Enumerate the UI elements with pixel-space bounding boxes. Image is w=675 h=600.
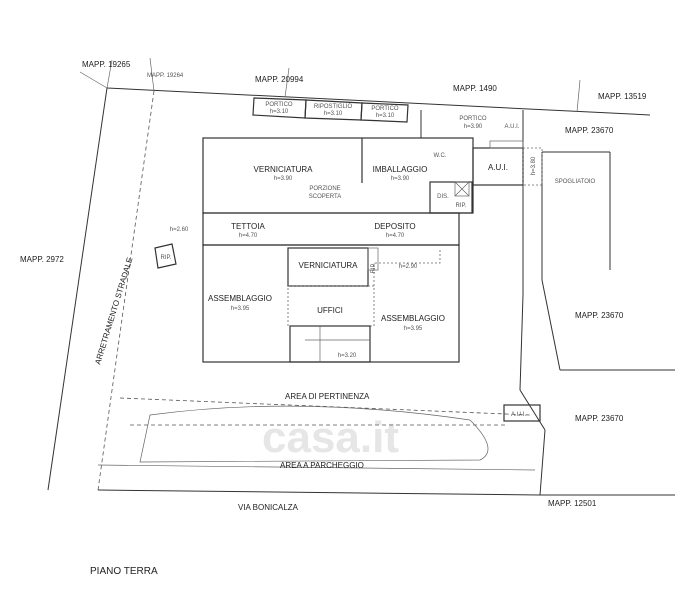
area-labels: ARRETRAMENTO STRADALE AREA DI PERTINENZA… <box>93 256 541 512</box>
room-height: h=3.10 <box>270 109 289 115</box>
room-height: h=4.70 <box>239 233 258 239</box>
parcel-label: MAPP. 1490 <box>453 84 497 93</box>
room-labels: PORTICO h=3.10 RIPOSTIGLIO h=3.10 PORTIC… <box>161 102 596 359</box>
room-name: A.U.I. <box>488 163 508 172</box>
street-label: VIA BONICALZA <box>238 503 299 512</box>
room-name: DIS. <box>437 194 449 200</box>
area-note: SCOPERTA <box>309 194 341 200</box>
room-height: h=3.10 <box>376 113 395 119</box>
parcel-labels: MAPP. 19265 MAPP. 19264 MAPP. 20994 MAPP… <box>20 60 647 508</box>
room-height: h=3.95 <box>404 326 423 332</box>
room-name: RIP. <box>161 255 172 261</box>
building <box>154 137 543 363</box>
room-height: h=3.95 <box>231 306 250 312</box>
top-porticos <box>252 97 409 123</box>
room-name: UFFICI <box>317 306 343 315</box>
parcel-label: MAPP. 13519 <box>598 92 647 101</box>
room-name: RIP. <box>371 262 377 273</box>
room-name: IMBALLAGGIO <box>373 165 428 174</box>
parcel-label: MAPP. 23670 <box>575 414 624 423</box>
area-label: A.U.I. <box>511 412 526 418</box>
parcel-label: MAPP. 20994 <box>255 75 304 84</box>
parcel-label: MAPP. 19264 <box>147 73 184 79</box>
room-height: h=3.10 <box>324 111 343 117</box>
parcel-label: MAPP. 2972 <box>20 255 64 264</box>
area-note: PORZIONE <box>309 186 340 192</box>
room-height: h=3.90 <box>391 176 410 182</box>
room-name: RIPOSTIGLIO <box>314 104 353 110</box>
parcel-label: MAPP. 19265 <box>82 60 131 69</box>
area-label: AREA DI PERTINENZA <box>285 392 370 401</box>
room-name: PORTICO <box>371 106 399 112</box>
room-name: RIP. <box>456 203 467 209</box>
plan-title: PIANO TERRA <box>90 566 158 577</box>
room-name: VERNICIATURA <box>299 261 359 270</box>
room-name: PORTICO <box>265 102 293 108</box>
room-height: h=4.70 <box>386 233 405 239</box>
room-name: ASSEMBLAGGIO <box>208 294 272 303</box>
room-height: h=2.90 <box>399 264 418 270</box>
room-name: A.U.I. <box>504 124 519 130</box>
room-name: ASSEMBLAGGIO <box>381 314 445 323</box>
room-name: DEPOSITO <box>374 222 415 231</box>
room-height: h=3.20 <box>338 353 357 359</box>
room-name: W.C. <box>434 153 447 159</box>
room-height: h=3.90 <box>464 124 483 130</box>
watermark: casa.it <box>262 413 399 462</box>
road-setback-label: ARRETRAMENTO STRADALE <box>93 256 134 365</box>
room-height: h=2.60 <box>170 227 189 233</box>
room-name: SPOGLIATOIO <box>555 179 596 185</box>
parcel-label: MAPP. 23670 <box>575 311 624 320</box>
parcel-label: MAPP. 23670 <box>565 126 614 135</box>
room-height: h=3.90 <box>274 176 293 182</box>
room-height: h=3.80 <box>531 156 537 175</box>
area-label: AREA A PARCHEGGIO <box>280 461 364 470</box>
parcel-label: MAPP. 12501 <box>548 499 597 508</box>
room-name: TETTOIA <box>231 222 265 231</box>
room-name: PORTICO <box>459 116 487 122</box>
room-name: VERNICIATURA <box>254 165 314 174</box>
